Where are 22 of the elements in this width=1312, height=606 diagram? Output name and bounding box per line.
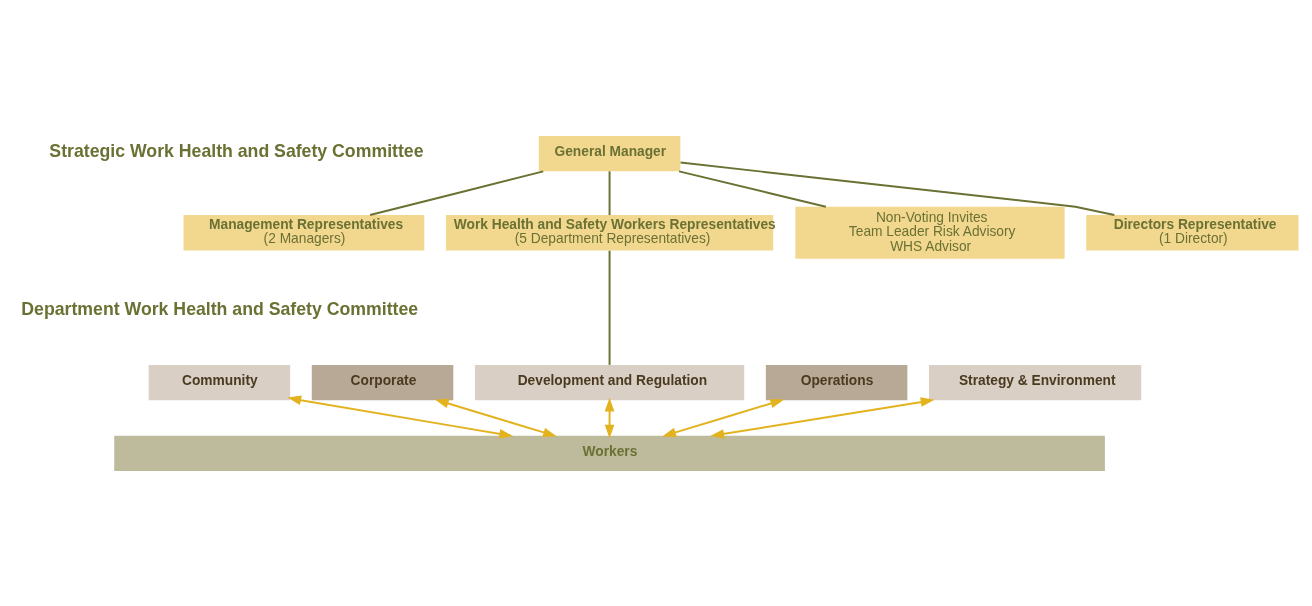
arrow	[434, 398, 557, 437]
node-box: Directors Representative (1 Director)	[1086, 214, 1299, 250]
node-box: Development and Regulation	[474, 364, 745, 400]
connector	[608, 169, 611, 216]
node-box: Community	[148, 364, 291, 400]
connector	[369, 169, 545, 216]
connector	[679, 161, 1116, 216]
node-box: Operations	[765, 364, 908, 400]
connector	[608, 249, 611, 366]
arrow	[604, 397, 615, 439]
node-box: General Manager	[538, 135, 681, 171]
node-box: Corporate	[311, 364, 454, 400]
connector	[678, 169, 827, 208]
arrow	[710, 396, 935, 439]
node-box: Workers	[114, 435, 1105, 471]
label: Strategic Work Health and Safety Committee	[49, 140, 424, 161]
arrow	[287, 395, 514, 439]
label: Department Work Health and Safety Committee	[21, 298, 419, 319]
arrow	[662, 398, 785, 437]
node-box: Non-Voting Invites Team Leader Risk Advisory WHS Advisor	[795, 206, 1065, 259]
node-box: Strategy & Environment	[928, 364, 1142, 400]
node-box: Management Representatives (2 Managers)	[183, 214, 425, 250]
